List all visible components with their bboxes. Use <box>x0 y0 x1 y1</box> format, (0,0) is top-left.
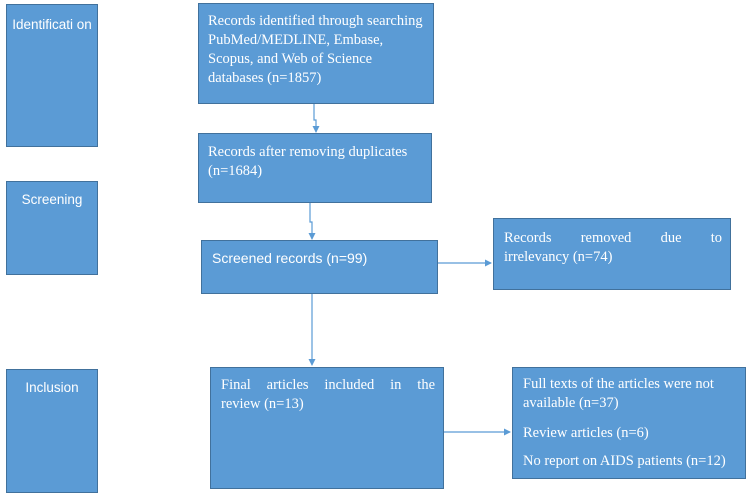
arrow-duplicates-to-screened <box>308 203 316 240</box>
excluded-full-texts: Full texts of the articles were not avai… <box>523 376 714 411</box>
box-after-duplicates: Records after removing duplicates (n=168… <box>198 133 432 203</box>
stage-identification-label: Identificati on <box>12 17 92 32</box>
stage-identification: Identificati on <box>6 4 98 147</box>
stage-screening-label: Screening <box>21 192 83 207</box>
records-removed-line1: Records removed due to <box>504 230 722 246</box>
stage-screening: Screening <box>6 181 98 275</box>
box-final-articles: Final articles included in the review (n… <box>210 367 444 489</box>
final-articles-line1: Final articles included in the <box>221 377 435 393</box>
excluded-review-articles: Review articles (n=6) <box>523 425 649 441</box>
box-records-identified: Records identified through searching Pub… <box>198 3 434 104</box>
final-articles-line2: review (n=13) <box>221 396 304 412</box>
stage-inclusion: Inclusion <box>6 369 98 493</box>
arrow-identified-to-duplicates <box>312 104 320 133</box>
records-removed-line2: irrelevancy (n=74) <box>504 249 613 265</box>
records-identified-text: Records identified through searching Pub… <box>208 13 423 86</box>
excluded-no-report: No report on AIDS patients (n=12) <box>523 453 726 469</box>
after-duplicates-text: Records after removing duplicates (n=168… <box>208 144 408 179</box>
box-excluded-articles: Full texts of the articles were not avai… <box>512 367 746 479</box>
box-screened-records: Screened records (n=99) <box>201 240 438 294</box>
stage-inclusion-label: Inclusion <box>25 380 79 395</box>
screened-records-text: Screened records (n=99) <box>212 250 368 266</box>
box-records-removed: Records removed due to irrelevancy (n=74… <box>493 218 731 290</box>
